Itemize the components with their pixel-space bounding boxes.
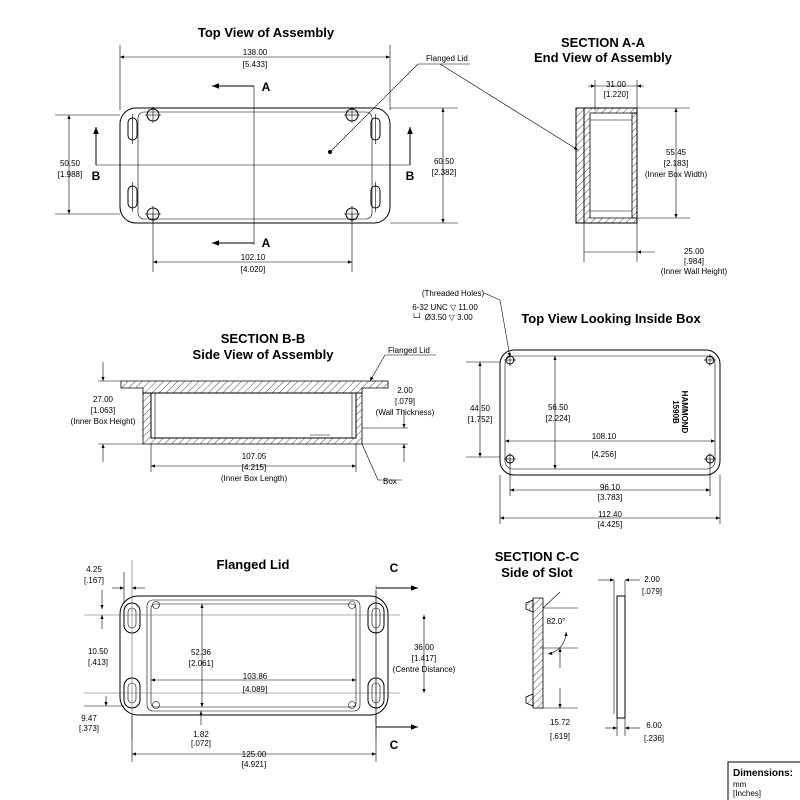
- section-cc-title-1: SECTION C-C: [495, 549, 580, 564]
- section-aa-title-1: SECTION A-A: [561, 35, 646, 50]
- dim-inside-inner-width: 108.10: [592, 432, 617, 441]
- section-aa-title-2: End View of Assembly: [534, 50, 673, 65]
- dim-inside-hole-width: 96.10: [600, 483, 621, 492]
- box-label: Box: [383, 477, 397, 486]
- dim-inside-outer-height: 44.50: [470, 404, 491, 413]
- dim-lid-125: 125.00: [242, 750, 267, 759]
- dim-lid-10386-in: [4.089]: [243, 685, 267, 694]
- dim-lid-36: 36.00: [414, 643, 435, 652]
- dim-lid-425: 4.25: [86, 565, 102, 574]
- section-aa: SECTION A-A End View of Assembly 31.00 […: [534, 35, 728, 276]
- dim-bb-length: 107.05: [242, 452, 267, 461]
- dim-lid-5236: 52.36: [191, 648, 212, 657]
- dim-aa-wall-in: [.984]: [684, 257, 704, 266]
- dim-aa-wall-note: (Inner Wall Height): [661, 267, 728, 276]
- dim-top-width: 138.00: [243, 48, 268, 57]
- dim-aa-wall: 25.00: [684, 247, 705, 256]
- threaded-holes-label: (Threaded Holes): [422, 289, 485, 298]
- flanged-lid-label-bb: Flanged Lid: [388, 346, 430, 355]
- top-view-assembly: Top View of Assembly 138.00 [5.433] A A: [55, 25, 579, 274]
- dim-cc-600-in: [.236]: [644, 734, 664, 743]
- dim-aa-inner: 55.45: [666, 148, 687, 157]
- section-cc-title-2: Side of Slot: [501, 565, 573, 580]
- dim-cc-200-in: [.079]: [642, 587, 662, 596]
- section-bb-title-2: Side View of Assembly: [193, 347, 335, 362]
- section-b-left: B: [92, 169, 101, 183]
- section-c-top: C: [390, 561, 399, 575]
- dim-bb-height-note: (Inner Box Height): [71, 417, 136, 426]
- dim-cc-600: 6.00: [646, 721, 662, 730]
- dim-lid-947: 9.47: [81, 714, 97, 723]
- counterbore-spec: └┘ Ø3.50 ▽ 3.00: [411, 312, 473, 322]
- top-inside-view: Top View Looking Inside Box (Threaded Ho…: [411, 289, 721, 529]
- dim-inside-outer-width: 112.40: [598, 510, 622, 519]
- top-view-outline: [119, 107, 391, 224]
- section-cc: SECTION C-C Side of Slot 82.0° 15.72 [.6…: [495, 549, 664, 743]
- dim-bb-length-in: [4.215]: [242, 463, 266, 472]
- dim-lid-947-in: [.373]: [79, 724, 99, 733]
- dim-lid-10386: 103.86: [243, 672, 268, 681]
- dimensions-legend: Dimensions: mm [Inches]: [727, 761, 800, 800]
- section-a-bottom: A: [262, 236, 271, 250]
- brand-name: HAMMOND: [680, 391, 689, 434]
- dim-bb-height-in: [1.063]: [91, 406, 115, 415]
- dim-lid-5236-in: [2.061]: [189, 659, 213, 668]
- dim-inside-inner-height-in: [2.224]: [546, 414, 570, 423]
- dim-inside-hole-width-in: [3.783]: [598, 493, 622, 502]
- dim-lid-182: 1.82: [193, 730, 209, 739]
- dim-bb-length-note: (Inner Box Length): [221, 474, 288, 483]
- dim-bb-height: 27.00: [93, 395, 114, 404]
- dim-lid-36-note: (Centre Distance): [393, 665, 456, 674]
- section-bb: SECTION B-B Side View of Assembly Flange…: [71, 331, 436, 486]
- dim-lid-36-in: [1.417]: [412, 654, 436, 663]
- dim-cc-200: 2.00: [644, 575, 660, 584]
- legend-unit-mm: mm: [733, 780, 747, 789]
- top-inside-title: Top View Looking Inside Box: [521, 311, 701, 326]
- dim-top-left-height: 50.50: [60, 159, 81, 168]
- dim-top-hole-spacing: 102.10: [241, 253, 266, 262]
- legend-title: Dimensions:: [733, 768, 793, 779]
- dim-bb-wall-in: [.079]: [395, 397, 415, 406]
- legend-unit-in: [Inches]: [733, 789, 761, 798]
- section-b-right: B: [406, 169, 415, 183]
- dim-bb-wall-note: (Wall Thickness): [376, 408, 435, 417]
- dim-aa-width: 31.00: [606, 80, 627, 89]
- dim-top-hole-spacing-in: [4.020]: [241, 265, 265, 274]
- dim-cc-1572: 15.72: [550, 718, 571, 727]
- dim-top-left-height-in: [1.988]: [58, 170, 82, 179]
- dim-lid-1050: 10.50: [88, 647, 109, 656]
- section-a-top: A: [262, 80, 271, 94]
- dim-inside-outer-height-in: [1.752]: [468, 415, 492, 424]
- dim-lid-125-in: [4.921]: [242, 760, 266, 769]
- dim-aa-width-in: [1.220]: [604, 90, 628, 99]
- dim-inside-outer-width-in: [4.425]: [598, 520, 622, 529]
- brand-model: 1590B: [671, 400, 680, 424]
- dim-aa-inner-in: [2.183]: [664, 159, 688, 168]
- dim-bb-wall: 2.00: [397, 386, 413, 395]
- flanged-lid-label-top: Flanged Lid: [426, 54, 468, 63]
- thread-spec: 6-32 UNC ▽ 11.00: [412, 303, 478, 312]
- dim-top-right-height: 60.50: [434, 157, 455, 166]
- top-view-title: Top View of Assembly: [198, 25, 335, 40]
- flanged-lid-view: Flanged Lid 4.25 [.167] 10.50 [.413]: [79, 557, 456, 769]
- flanged-lid-title: Flanged Lid: [217, 557, 290, 572]
- dim-top-width-in: [5.433]: [243, 60, 267, 69]
- section-c-bottom: C: [390, 738, 399, 752]
- dim-lid-1050-in: [.413]: [88, 658, 108, 667]
- dim-inside-inner-width-in: [4.256]: [592, 450, 616, 459]
- dim-top-right-height-in: [2.382]: [432, 168, 456, 177]
- dim-aa-inner-note: (Inner Box Width): [645, 170, 708, 179]
- section-bb-title-1: SECTION B-B: [221, 331, 306, 346]
- dim-lid-425-in: [.167]: [84, 576, 104, 585]
- dim-inside-inner-height: 56.50: [548, 403, 569, 412]
- dim-cc-1572-in: [.619]: [550, 732, 570, 741]
- cc-angle: 82.0°: [547, 617, 566, 626]
- dim-lid-182-in: [.072]: [191, 739, 211, 748]
